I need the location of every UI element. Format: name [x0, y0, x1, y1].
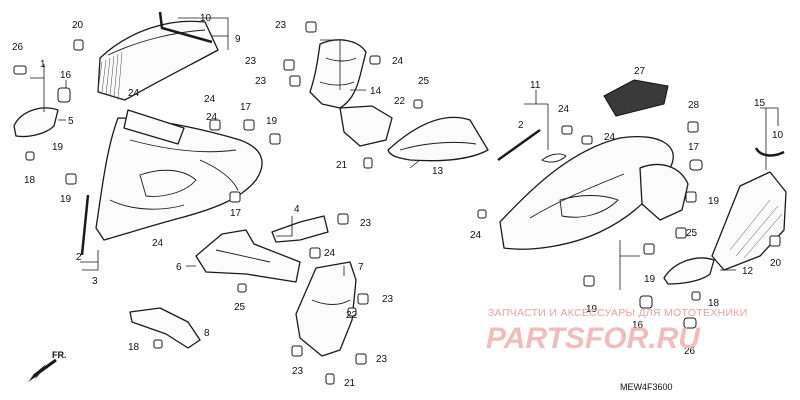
callout-18: 18	[24, 175, 36, 186]
callout-18: 18	[128, 342, 140, 353]
part-duct-lower	[339, 105, 393, 147]
callout-22: 22	[394, 96, 406, 107]
part-lower-cowl-15	[711, 171, 787, 271]
callout-21: 21	[336, 160, 348, 171]
part-cowl-inner-right	[387, 116, 489, 162]
callout-23: 23	[245, 56, 257, 67]
part-duct-27	[603, 79, 669, 117]
callout-24: 24	[604, 132, 616, 143]
watermark-caption: ЗАПЧАСТИ И АКСЕССУАРЫ ДЛЯ МОТОТЕХНИКИ	[488, 307, 748, 319]
callout-20: 20	[72, 20, 84, 31]
callout-21: 21	[344, 378, 356, 389]
callout-23: 23	[382, 294, 394, 305]
callout-20: 20	[770, 258, 782, 269]
fasteners	[13, 21, 781, 385]
callout-16: 16	[60, 70, 72, 81]
part-side-mirror-cover	[13, 107, 59, 138]
callout-3: 3	[92, 276, 98, 287]
callout-24: 24	[392, 56, 404, 67]
callout-24: 24	[470, 230, 482, 241]
callout-10: 10	[200, 13, 212, 24]
callout-5: 5	[68, 116, 74, 127]
callout-23: 23	[275, 20, 287, 31]
callout-15: 15	[754, 98, 766, 109]
callout-27: 27	[634, 66, 646, 77]
part-trim-strip-right	[754, 147, 785, 157]
callout-24: 24	[128, 88, 140, 99]
callout-12: 12	[742, 266, 754, 277]
callout-10: 10	[772, 130, 784, 141]
callout-26: 26	[12, 42, 24, 53]
callout-11: 11	[530, 80, 541, 91]
part-bracket-6	[195, 229, 301, 283]
part-side-strip-right	[497, 128, 541, 162]
callout-17: 17	[240, 102, 252, 113]
callout-18: 18	[708, 298, 720, 309]
callout-13: 13	[432, 166, 444, 177]
part-rubber-grommet	[57, 87, 71, 103]
part-stay-8	[129, 307, 201, 349]
part-front-cowl	[95, 117, 263, 241]
callout-25: 25	[686, 228, 698, 239]
callout-17: 17	[688, 142, 700, 153]
callout-24: 24	[204, 94, 216, 105]
callout-24: 24	[152, 238, 164, 249]
callout-19: 19	[708, 196, 720, 207]
callout-2: 2	[518, 120, 524, 131]
callout-23: 23	[292, 366, 304, 377]
callout-19: 19	[52, 142, 64, 153]
callout-19: 19	[586, 304, 598, 315]
callout-24: 24	[206, 112, 218, 123]
callout-25: 25	[418, 76, 430, 87]
part-trim-strip	[158, 11, 213, 44]
diagram-code: MEW4F3600	[620, 382, 673, 392]
part-inner-bracket	[123, 109, 185, 145]
callout-8: 8	[204, 328, 210, 339]
callout-6: 6	[176, 262, 182, 273]
callout-19: 19	[266, 116, 278, 127]
callout-17: 17	[230, 208, 242, 219]
leader-lines	[30, 17, 779, 290]
callout-23: 23	[376, 354, 388, 365]
callout-19: 19	[644, 274, 656, 285]
callout-23: 23	[255, 76, 267, 87]
part-inner-cowl-right	[639, 163, 689, 221]
callout-4: 4	[294, 204, 300, 215]
part-side-strip	[80, 194, 90, 256]
part-upper-cowl-inner	[97, 20, 219, 101]
part-inner-cover-7	[295, 261, 357, 357]
callout-2: 2	[76, 252, 82, 263]
callout-25: 25	[234, 302, 246, 313]
callout-28: 28	[688, 100, 700, 111]
part-mirror-cover-right	[663, 257, 715, 285]
callout-14: 14	[370, 86, 382, 97]
watermark-brand: PARTSFOR.RU	[486, 322, 701, 355]
callout-19: 19	[60, 194, 72, 205]
callout-23: 23	[360, 218, 372, 229]
callout-22: 22	[346, 310, 358, 321]
callout-9: 9	[235, 34, 241, 45]
watermark: ЗАПЧАСТИ И АКСЕССУАРЫ ДЛЯ МОТОТЕХНИКИ PA…	[486, 307, 748, 355]
callout-26: 26	[684, 346, 696, 357]
callout-16: 16	[632, 320, 644, 331]
callout-7: 7	[358, 262, 364, 273]
front-label: FR.	[52, 350, 67, 360]
part-air-duct-upper	[309, 39, 367, 109]
callouts: 10 9 20 26 1 16 5 19 18 19 2 3 24 24 24 …	[12, 13, 784, 389]
front-direction-arrow: FR.	[28, 350, 67, 382]
callout-24: 24	[558, 104, 570, 115]
part-bracket-4	[271, 215, 329, 243]
callout-24: 24	[324, 248, 336, 259]
callout-1: 1	[40, 59, 46, 70]
